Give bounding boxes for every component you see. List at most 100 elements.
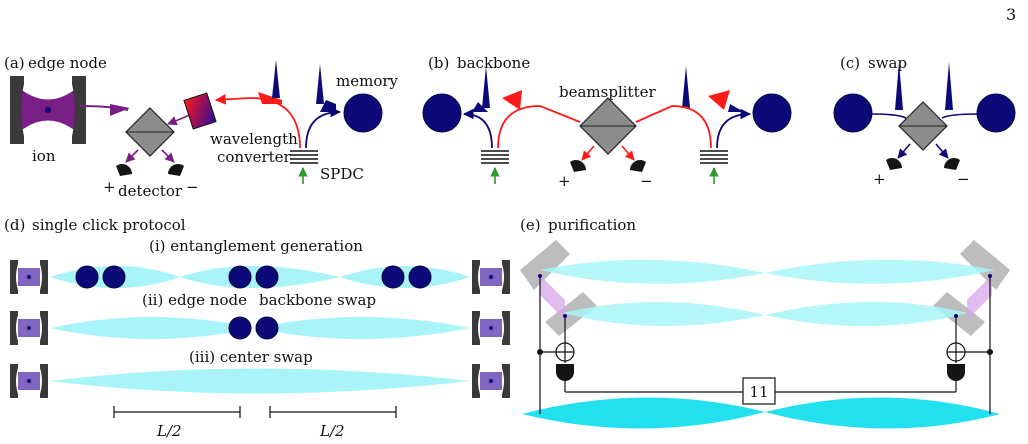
row2-trap-right-icon bbox=[472, 311, 510, 345]
panel-b-minus: − bbox=[640, 172, 653, 190]
left-blue-path bbox=[462, 108, 493, 149]
row1-trap-right-icon bbox=[472, 260, 510, 294]
beamsplitter-c-icon bbox=[898, 101, 948, 151]
detector-plus-icon bbox=[116, 164, 132, 176]
blue-photon-spike bbox=[316, 64, 324, 104]
memory-left-icon bbox=[422, 93, 462, 133]
panel-b-plus: + bbox=[558, 172, 571, 190]
panel-a-tag: (a) bbox=[4, 54, 25, 72]
panel-c-plus: + bbox=[873, 170, 886, 188]
panel-b-tag: (b) bbox=[428, 54, 449, 72]
left-blue-pulse bbox=[472, 102, 488, 112]
swap-right-path bbox=[941, 113, 978, 119]
mirror-top-left-icon bbox=[520, 240, 570, 290]
right-blue-pulse bbox=[728, 104, 744, 112]
bs-b-to-plus bbox=[581, 145, 595, 161]
converter-label-line2: converter bbox=[217, 148, 292, 166]
step-i-label: (i) entanglement generation bbox=[149, 237, 363, 255]
right-red-path bbox=[635, 105, 712, 149]
swap-left-spike bbox=[895, 62, 903, 110]
row3-trap-right-icon bbox=[472, 364, 510, 398]
row2-memory-2 bbox=[255, 316, 279, 340]
row-traps bbox=[10, 260, 510, 398]
row1-memory-6 bbox=[408, 265, 432, 289]
converter-label-line1: wavelength bbox=[210, 130, 298, 148]
row2-memory-1 bbox=[228, 316, 252, 340]
panel-d-tag: (d) bbox=[4, 216, 25, 234]
detector-b-minus-icon bbox=[630, 160, 646, 172]
row1-memory-1 bbox=[75, 265, 99, 289]
upper-link-beam bbox=[540, 259, 995, 284]
step-iii-label: (iii) center swap bbox=[189, 348, 313, 366]
spdc-left-icon bbox=[481, 150, 509, 164]
measure-left-icon bbox=[556, 364, 574, 381]
spdc-crystal-icon bbox=[290, 150, 318, 164]
panel-c-minus: − bbox=[957, 170, 970, 188]
measure-right-icon bbox=[947, 364, 965, 381]
circuit-wires bbox=[539, 276, 991, 414]
ion-photon-pulse bbox=[110, 104, 130, 116]
scale-left-label: L/2 bbox=[156, 422, 182, 440]
panel-b: (b) backbone bbox=[422, 54, 792, 190]
step-ii-label-a: (ii) edge node bbox=[142, 291, 247, 309]
row1-trap-left-icon bbox=[10, 260, 48, 294]
detector-minus-sign: − bbox=[186, 178, 199, 196]
panel-a-title: edge node bbox=[28, 54, 107, 72]
detector-label: detector bbox=[118, 182, 183, 200]
scale-right-label: L/2 bbox=[319, 422, 345, 440]
detector-c-plus-icon bbox=[886, 157, 902, 170]
row3-link bbox=[50, 368, 470, 394]
qubit-top-left-dot bbox=[538, 274, 542, 278]
right-pink-overlap bbox=[967, 275, 992, 320]
red-photon-path bbox=[214, 94, 301, 149]
panel-e: (e) purification bbox=[520, 216, 1010, 429]
row1-memory-4 bbox=[255, 265, 279, 289]
panel-e-tag: (e) bbox=[520, 216, 541, 234]
outcome-box bbox=[742, 377, 776, 405]
swap-memory-right-icon bbox=[976, 93, 1016, 133]
swap-right-spike bbox=[945, 62, 953, 110]
purified-link-beam bbox=[522, 397, 1000, 429]
panel-c: (c) swap + − bbox=[833, 54, 1016, 188]
right-blue-spike bbox=[682, 66, 690, 108]
detector-b-plus-icon bbox=[570, 160, 586, 172]
left-pink-overlap bbox=[540, 275, 565, 320]
ion-label: ion bbox=[32, 147, 56, 165]
row3-trap-left-icon bbox=[10, 364, 48, 398]
right-red-pulse bbox=[708, 90, 730, 110]
panel-c-title: swap bbox=[868, 54, 907, 72]
detector-minus-icon bbox=[168, 164, 184, 176]
ion-trap-icon bbox=[10, 76, 86, 144]
lower-link-beam bbox=[562, 301, 968, 327]
beamsplitter-a-icon bbox=[125, 107, 175, 157]
red-photon-pulse bbox=[258, 92, 282, 104]
page-number: 3 bbox=[1006, 5, 1016, 24]
row2-trap-left-icon bbox=[10, 311, 48, 345]
qubit-bottom-right-dot bbox=[954, 314, 958, 318]
memory-label: memory bbox=[336, 72, 399, 90]
detector-plus-sign: + bbox=[103, 178, 116, 196]
scale-bar-left bbox=[113, 406, 241, 418]
panel-b-title: backbone bbox=[457, 54, 530, 72]
panel-a: (a) edge node ion + detector − wavelen bbox=[4, 54, 399, 200]
bs-b-to-minus bbox=[621, 145, 635, 161]
outcome-label: 11 bbox=[749, 383, 768, 401]
qubit-bottom-left-dot bbox=[563, 314, 567, 318]
memory-node-icon bbox=[343, 93, 383, 133]
qubit-top-right-dot bbox=[988, 274, 992, 278]
right-blue-path bbox=[716, 108, 752, 149]
cnot-left-icon bbox=[537, 342, 575, 362]
memory-right-icon bbox=[752, 93, 792, 133]
row1-memory-3 bbox=[228, 265, 252, 289]
bs-to-detector-minus bbox=[161, 149, 175, 163]
row1-memory-5 bbox=[381, 265, 405, 289]
red-photon-spike bbox=[272, 60, 280, 98]
step-ii-label-b: backbone swap bbox=[259, 291, 376, 309]
panel-e-title: purification bbox=[548, 216, 636, 234]
cnot-right-icon bbox=[946, 342, 993, 362]
mirror-top-right-icon bbox=[960, 240, 1010, 290]
row1-link-3 bbox=[340, 266, 470, 288]
scale-bar-right bbox=[269, 406, 397, 418]
panel-d-title: single click protocol bbox=[32, 216, 186, 234]
left-red-pulse bbox=[502, 90, 522, 110]
